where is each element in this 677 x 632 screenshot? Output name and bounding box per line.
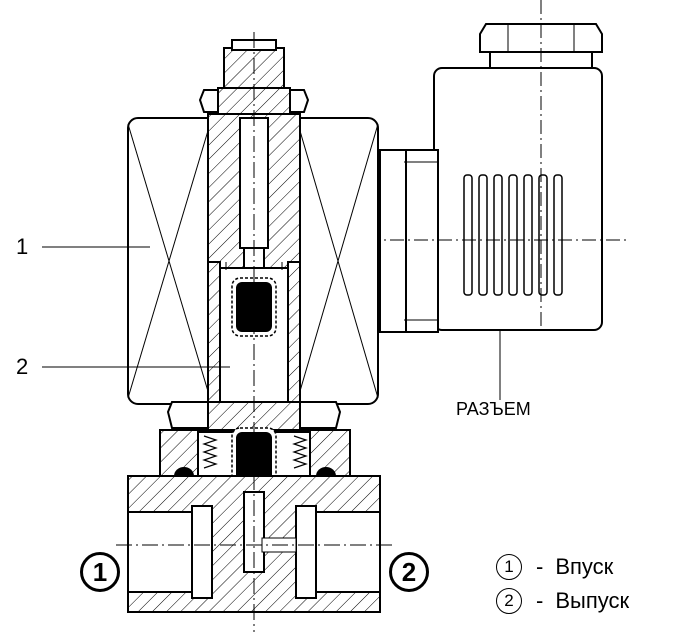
connector-ribs xyxy=(463,174,563,296)
legend-row-outlet: 2 - Выпуск xyxy=(496,588,629,614)
springs xyxy=(202,435,308,469)
legend-number: 1 xyxy=(496,554,522,580)
legend-row-inlet: 1 - Впуск xyxy=(496,554,613,580)
legend-dash: - xyxy=(536,588,544,613)
center-lines xyxy=(116,32,392,632)
legend-number: 2 xyxy=(496,588,522,614)
callout-plunger: 2 xyxy=(16,354,29,379)
leader-lines xyxy=(42,246,501,400)
valve-body xyxy=(127,475,381,613)
legend-dash: - xyxy=(536,554,544,579)
connector-plug xyxy=(379,23,603,333)
legend-text: Впуск xyxy=(555,554,614,579)
connector-label: РАЗЪЕМ xyxy=(456,399,531,419)
port-outlet-marker: 2 xyxy=(389,552,429,592)
port-inlet-marker: 1 xyxy=(80,552,120,592)
port-outlet-number: 2 xyxy=(401,556,417,587)
port-inlet-number: 1 xyxy=(92,556,108,587)
callout-coil: 1 xyxy=(16,234,29,259)
legend-text: Выпуск xyxy=(555,588,630,613)
connector-axes xyxy=(366,0,626,330)
